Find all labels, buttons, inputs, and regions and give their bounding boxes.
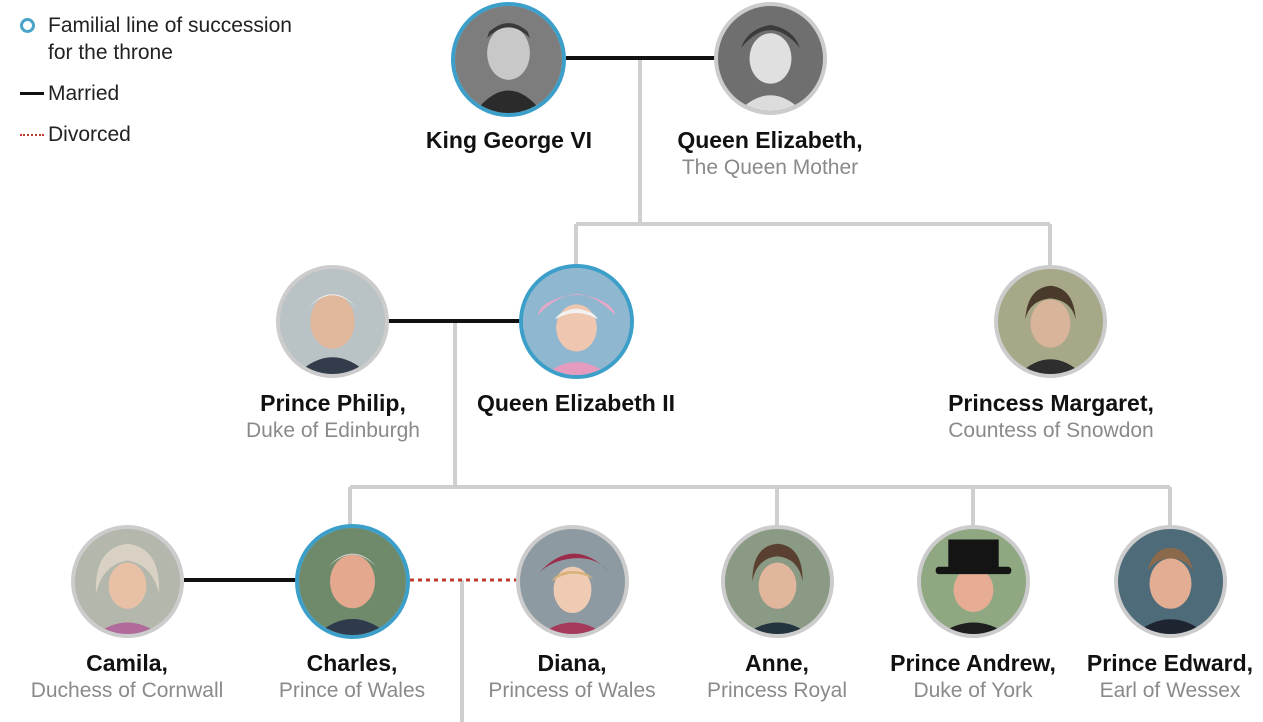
legend-married-label: Married xyxy=(48,82,120,105)
divorced-line-icon xyxy=(20,133,44,136)
title-anne: Princess Royal xyxy=(706,679,848,702)
legend-item-divorced: Divorced xyxy=(20,121,292,148)
name-queen-elizabeth-ii: Queen Elizabeth II xyxy=(476,390,676,416)
legend-item-succession: Familial line of succession for the thro… xyxy=(20,12,292,66)
legend: Familial line of succession for the thro… xyxy=(20,12,292,148)
photo-prince-andrew xyxy=(917,525,1030,638)
name-queen-mother: Queen Elizabeth, xyxy=(677,127,863,153)
name-prince-andrew: Prince Andrew, xyxy=(890,650,1056,676)
succession-circle-icon xyxy=(20,18,35,33)
title-charles: Prince of Wales xyxy=(278,679,426,702)
title-prince-edward: Earl of Wessex xyxy=(1099,679,1241,702)
photo-anne xyxy=(721,525,834,638)
photo-princess-margaret xyxy=(994,265,1107,378)
photo-queen-mother xyxy=(714,2,827,115)
title-diana: Princess of Wales xyxy=(488,679,656,702)
title-prince-andrew: Duke of York xyxy=(913,679,1033,702)
name-diana: Diana, xyxy=(537,650,607,676)
title-queen-mother: The Queen Mother xyxy=(681,156,859,179)
name-prince-philip: Prince Philip, xyxy=(260,390,406,416)
photo-prince-edward xyxy=(1114,525,1227,638)
legend-succession-line1: Familial line of succession xyxy=(48,14,292,37)
photo-prince-philip xyxy=(276,265,389,378)
legend-item-married: Married xyxy=(20,80,292,107)
name-anne: Anne, xyxy=(745,650,809,676)
photo-charles xyxy=(295,524,410,639)
name-charles: Charles, xyxy=(306,650,398,676)
photo-king-george-vi xyxy=(451,2,566,117)
married-line-icon xyxy=(20,92,44,95)
name-king-george-vi: King George VI xyxy=(425,127,593,153)
legend-divorced-label: Divorced xyxy=(48,123,131,146)
title-camila: Duchess of Cornwall xyxy=(30,679,224,702)
title-princess-margaret: Countess of Snowdon xyxy=(948,419,1154,442)
name-camila: Camila, xyxy=(86,650,168,676)
name-princess-margaret: Princess Margaret, xyxy=(948,390,1154,416)
photo-queen-elizabeth-ii xyxy=(519,264,634,379)
name-prince-edward: Prince Edward, xyxy=(1086,650,1254,676)
title-prince-philip: Duke of Edinburgh xyxy=(246,419,420,442)
photo-diana xyxy=(516,525,629,638)
photo-camila xyxy=(71,525,184,638)
legend-succession-line2: for the throne xyxy=(48,41,173,64)
